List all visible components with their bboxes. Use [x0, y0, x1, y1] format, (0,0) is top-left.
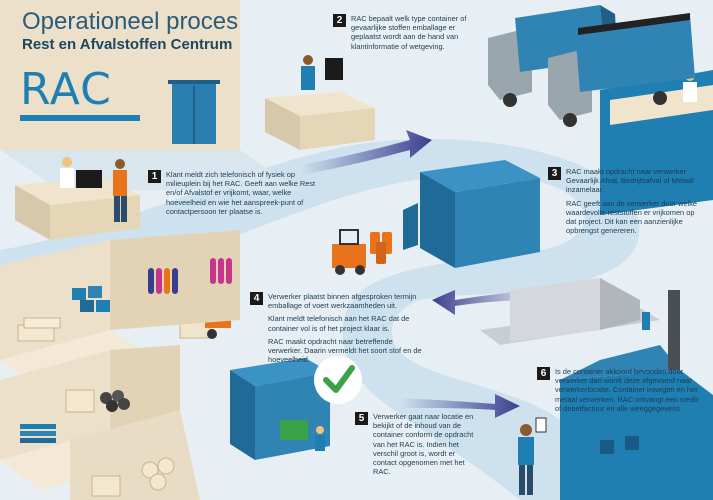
- rolls: [91, 457, 175, 497]
- truck-2: [548, 13, 695, 127]
- container-large: [403, 160, 540, 268]
- step-number: 6: [537, 367, 550, 380]
- wood-planks: [17, 317, 61, 342]
- step-number: 4: [250, 292, 263, 305]
- step-text: Is de container akkoord bevonden door ve…: [555, 367, 701, 413]
- arrow-2-to-3: [300, 130, 432, 175]
- reception-desk: [15, 178, 140, 205]
- clerk-figure: [62, 157, 72, 167]
- step-text: RAC maakt opdracht naar verwerker Gevaar…: [566, 167, 694, 195]
- boards: [65, 389, 95, 413]
- factory: [560, 290, 713, 500]
- container-open: [230, 358, 330, 460]
- step-number: 2: [333, 14, 346, 27]
- page-title: Operationeel proces: [22, 8, 239, 35]
- barrels-orange: [370, 232, 392, 264]
- planning-desk: [265, 92, 375, 116]
- step-text: Klant meldt telefonisch aan het RAC dat …: [268, 314, 410, 333]
- process-path: [0, 138, 713, 500]
- blue-crates: [72, 286, 110, 312]
- weighbridge-truck: [480, 278, 660, 345]
- inspector-figure: [315, 426, 325, 451]
- rac-sign: RAC: [20, 64, 112, 115]
- step-text: RAC maakt opdracht naar betreffende verw…: [268, 336, 422, 365]
- checkmark-badge: [314, 356, 362, 404]
- step-text: RAC geeft aan de verwerker door welke wa…: [566, 198, 698, 236]
- forklift: [332, 229, 366, 275]
- step-number: 5: [355, 412, 368, 425]
- customer-figure: [115, 159, 125, 169]
- step-4: 4 Verwerker plaatst binnen afgesproken t…: [250, 292, 422, 368]
- step-text: Verwerker gaat naar locatie en bekijkt o…: [373, 412, 474, 477]
- pipes: [100, 390, 130, 412]
- step-6: 6 Is de container akkoord bevonden door …: [537, 367, 707, 417]
- worker-tablet-figure: [518, 417, 547, 495]
- step-number: 3: [548, 167, 561, 180]
- page-subtitle: Rest en Afvalstoffen Centrum: [22, 36, 233, 53]
- sign-underline: [20, 115, 140, 121]
- step-2: 2 RAC bepaalt welk type container of gev…: [333, 14, 483, 55]
- step-text: RAC bepaalt welk type container of gevaa…: [351, 14, 467, 51]
- gas-cylinders: [148, 258, 232, 294]
- arrow-5-to-6: [400, 394, 520, 418]
- blue-tubes: [20, 424, 56, 443]
- step-3: 3 RAC maakt opdracht naar verwerker Geva…: [548, 167, 706, 239]
- step-text: Klant meldt zich telefonisch of fysiek o…: [166, 170, 316, 216]
- planner-figure: [303, 55, 313, 65]
- step-5: 5 Verwerker gaat naar locatie en bekijkt…: [355, 412, 480, 480]
- step-1: 1 Klant meldt zich telefonisch of fysiek…: [148, 170, 318, 220]
- step-number: 1: [148, 170, 161, 183]
- rac-door-frame: [168, 80, 220, 84]
- step-text: Verwerker plaatst binnen afgesproken ter…: [268, 292, 417, 311]
